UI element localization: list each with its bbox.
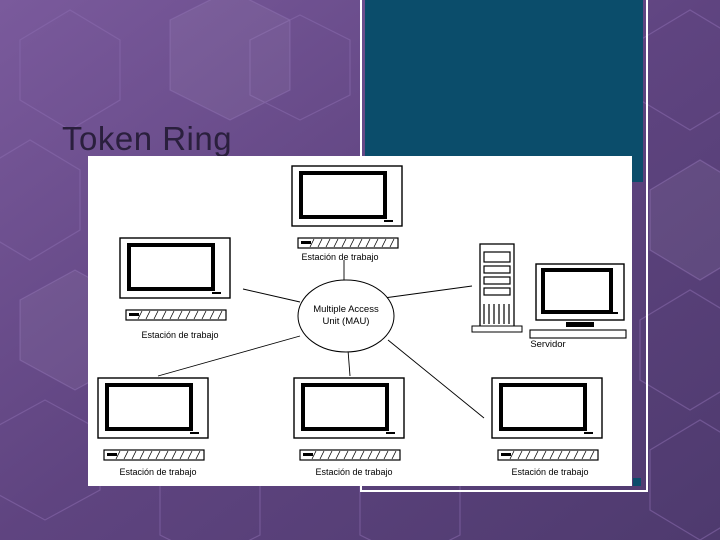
link-server [384, 286, 472, 298]
server-monitor [530, 264, 626, 338]
link-left [243, 289, 300, 302]
workstation-left-label: Estación de trabajo [141, 330, 218, 340]
server-label: Servidor [530, 339, 565, 350]
workstation-bottom-left [98, 378, 208, 460]
workstation-top-label: Estación de trabajo [301, 252, 378, 262]
accent-square-bottom [633, 478, 641, 486]
workstation-bottom-left-label: Estación de trabajo [119, 467, 196, 477]
slide-title: Token Ring [62, 120, 232, 158]
token-ring-diagram: Multiple Access Unit (MAU) Estación de t… [88, 156, 632, 486]
workstation-bottom-center-label: Estación de trabajo [315, 467, 392, 477]
workstation-bottom-center [294, 378, 404, 460]
accent-square-top [633, 174, 641, 182]
server-icon [472, 244, 522, 332]
diagram-canvas: Multiple Access Unit (MAU) Estación de t… [88, 156, 632, 486]
workstation-top [292, 166, 402, 248]
workstation-bottom-right-label: Estación de trabajo [511, 467, 588, 477]
link-bottom-center [348, 350, 350, 376]
mau-label-line1: Multiple Access [313, 304, 379, 315]
workstation-left [120, 238, 230, 320]
link-bottom-left [158, 336, 300, 376]
mau-label-line2: Unit (MAU) [323, 316, 370, 327]
workstation-bottom-right [492, 378, 602, 460]
